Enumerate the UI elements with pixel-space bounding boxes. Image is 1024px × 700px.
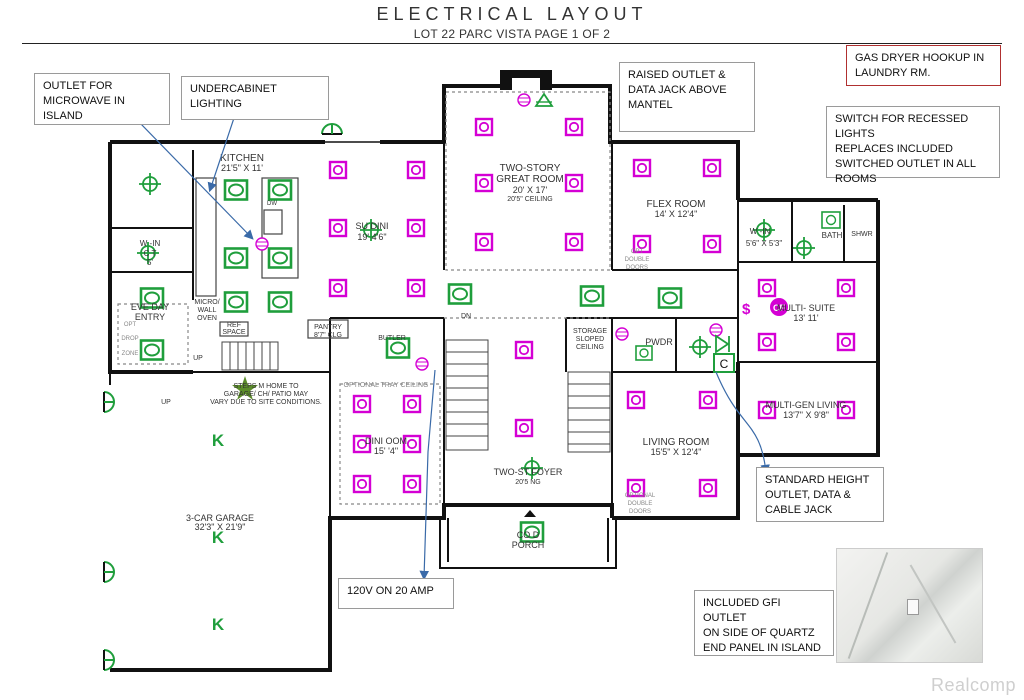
label-dining-room: DINI OOM — [365, 436, 407, 446]
kitchen-counters — [195, 177, 349, 339]
label-flex-dim: 14' X 12'4" — [655, 209, 698, 219]
label-opt-double-flex-2: DOUBLE — [625, 257, 650, 263]
label-kitchen-dim: 21'5" X 11' — [221, 163, 263, 173]
label-up-2: UP — [161, 399, 171, 406]
label-great-room-dim: 20' X 17' — [513, 185, 548, 195]
garage-k-3: K — [212, 615, 225, 634]
note-120v: 120V ON 20 AMP — [338, 578, 454, 609]
label-up-1: UP — [193, 355, 203, 362]
label-dn: DN — [461, 313, 471, 320]
note-mantel: RAISED OUTLET & DATA JACK ABOVE MANTEL — [619, 62, 755, 132]
label-great-room: TWO-STORY — [500, 163, 561, 174]
walls — [108, 84, 880, 672]
callout-arrows — [139, 111, 770, 581]
dashed-outlines — [117, 91, 612, 505]
label-opt-double-flex-3: DOORS — [626, 265, 648, 271]
gfi-outlet-icon — [907, 599, 919, 615]
label-great-room-ceiling: 20'5" CEILING — [507, 196, 552, 203]
label-foyer-ceiling: 20'5 NG — [515, 479, 540, 486]
note-undercabinet: UNDERCABINET LIGHTING — [181, 76, 329, 120]
label-storage-2: SLOPED — [576, 336, 604, 343]
ceiling-fan-icon — [770, 298, 788, 316]
label-living-room: LIVING ROOM — [643, 437, 710, 448]
label-opt-double-living: OPTIONAL — [625, 493, 656, 499]
garage-k-1: K — [212, 431, 225, 450]
title-rule — [22, 43, 1002, 44]
quartz-photo — [836, 548, 983, 663]
porch-outline — [439, 518, 617, 569]
label-dw: DW — [267, 201, 277, 207]
label-pantry: PANTRY — [314, 324, 342, 331]
note-microwave: OUTLET FOR MICROWAVE IN ISLAND — [34, 73, 170, 125]
label-dining-dim: 15' '4" — [374, 446, 398, 456]
label-butler: BUTLER — [378, 335, 406, 342]
label-garage: 3-CAR GARAGE — [186, 513, 254, 523]
label-powder: PWDR — [645, 337, 673, 347]
label-ref: REF — [227, 322, 241, 329]
c-jack-label: C — [720, 357, 729, 371]
label-steps-3: VARY DUE TO SITE CONDITIONS. — [210, 399, 322, 406]
label-everyday-entry: EVE DAY — [131, 302, 169, 312]
label-walk-in: W -IN — [140, 239, 161, 248]
note-gas-dryer: GAS DRYER HOOKUP IN LAUNDRY RM. — [846, 45, 1001, 86]
label-foyer: TWO-ST FOYER — [494, 467, 563, 477]
garage-k-2: K — [212, 528, 225, 547]
label-pantry-dim: 8'7" CLG — [314, 332, 342, 339]
bath-outlet — [821, 211, 841, 229]
label-garage-dim: 32'3" X 21'9" — [195, 522, 246, 532]
label-everyday-entry-2: ENTRY — [135, 312, 165, 322]
label-opt-drop-3: ZONE — [122, 351, 139, 357]
label-multigen-living: MULTI-GEN LIVING — [766, 400, 847, 410]
label-walk-in-dim: 5' — [147, 258, 153, 267]
star-icon — [232, 376, 258, 400]
label-flex-room: FLEX ROOM — [647, 199, 706, 210]
label-opt-drop-2: DROP — [121, 336, 138, 342]
label-porch-2: PORCH — [512, 540, 545, 550]
diagram-subtitle: LOT 22 PARC VISTA PAGE 1 OF 2 — [413, 27, 611, 41]
stairs — [221, 339, 611, 453]
label-great-room-2: GREAT ROOM — [496, 174, 563, 185]
label-multigen-suite: MULTI- SUITE — [777, 303, 835, 313]
note-standard-height: STANDARD HEIGHT OUTLET, DATA & CABLE JAC… — [756, 467, 884, 522]
label-micro-2: WALL — [198, 307, 217, 314]
label-ref-2: SPACE — [222, 329, 246, 336]
label-porch: CO D — [517, 530, 540, 540]
note-switch: SWITCH FOR RECESSED LIGHTS REPLACES INCL… — [826, 106, 1000, 185]
label-micro: MICRO/ — [194, 299, 219, 306]
label-opt-double-living-3: DOORS — [629, 509, 651, 515]
label-shower: SHWR — [851, 231, 872, 238]
label-steps: STEPS M HOME TO — [233, 383, 299, 390]
label-opt-double-flex: OPT — [631, 249, 644, 255]
label-multigen-suite-dim: 13' 11' — [793, 313, 819, 323]
powder-outlet — [635, 345, 653, 361]
c-jack-box — [713, 353, 735, 373]
label-steps-2: GARAGE/ CH/ PATIO MAY — [224, 391, 309, 398]
label-living-dim: 15'5" X 12'4" — [651, 447, 702, 457]
watermark: Realcomp — [930, 675, 1016, 695]
label-walk-in-2: C T — [144, 249, 157, 258]
note-gfi: INCLUDED GFI OUTLET ON SIDE OF QUARTZ EN… — [694, 590, 834, 656]
label-opt-double-living-2: DOUBLE — [628, 501, 653, 507]
label-nook: SU DINI — [355, 221, 388, 231]
label-walk-in-top: W -IN — [750, 227, 771, 236]
label-optional-tray: OPTIONAL TRAY CEILING — [344, 382, 429, 389]
label-storage-3: CEILING — [576, 344, 604, 351]
label-multigen-living-dim: 13'7" X 9'8" — [783, 410, 829, 420]
switch-dollar-icon: $ — [742, 301, 751, 318]
label-opt-drop: OPT — [124, 322, 137, 328]
diagram-title: ELECTRICAL LAYOUT — [376, 4, 648, 24]
label-storage: STORAGE — [573, 328, 607, 335]
label-kitchen: KITCHEN — [220, 153, 264, 164]
label-walk-in-top-dim: 5'6" X 5'3" — [746, 239, 782, 248]
cf-label: CF — [773, 303, 785, 313]
label-micro-3: OVEN — [197, 315, 217, 322]
label-bath: BATH — [822, 231, 843, 240]
label-nook-dim: 19' 4'6" — [357, 232, 386, 242]
